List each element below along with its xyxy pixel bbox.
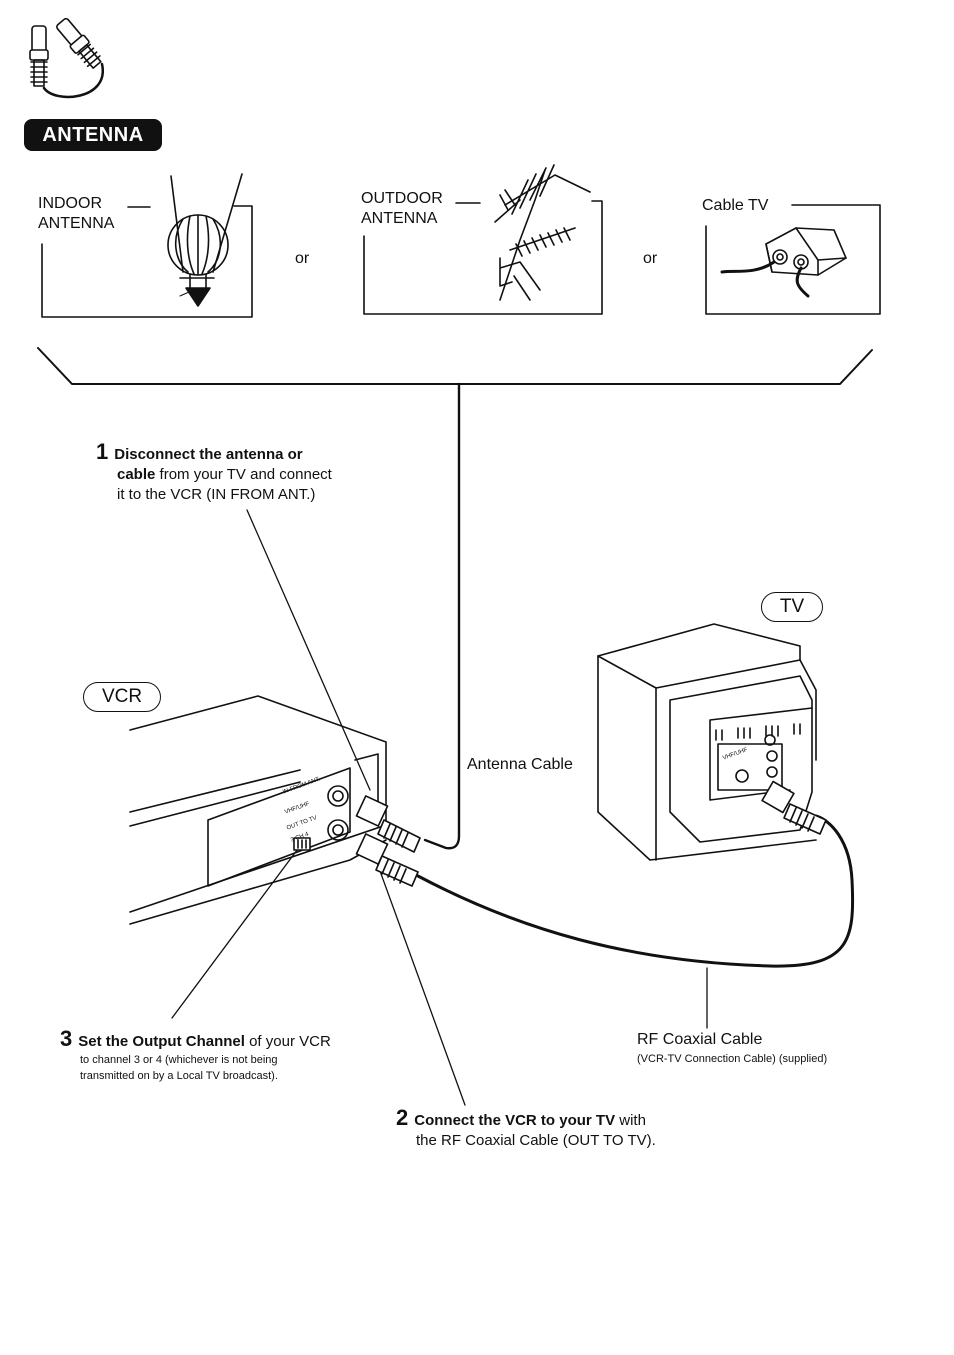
step-3-rest: of your VCR xyxy=(244,1033,331,1050)
antenna-cable-label: Antenna Cable xyxy=(467,756,573,773)
indoor-label-line2: ANTENNA xyxy=(38,215,115,232)
cable-tv-label: Cable TV xyxy=(702,197,769,214)
antenna-section-badge: ANTENNA xyxy=(24,119,162,151)
step-2-line2: the RF Coaxial Cable (OUT TO TV). xyxy=(416,1132,656,1149)
cable-tv-box xyxy=(705,204,881,315)
step-2-rest: with xyxy=(615,1112,646,1129)
step-2-number: 2 xyxy=(396,1105,409,1130)
rf-cable-note: (VCR-TV Connection Cable) (supplied) xyxy=(637,1053,828,1065)
step1-leader xyxy=(246,509,371,791)
or-label-1: or xyxy=(295,250,310,267)
indoor-antenna-label: INDOOR ANTENNA xyxy=(38,194,114,234)
vcr-plug-lower xyxy=(355,833,419,887)
step-1-bold: Disconnect the antenna or xyxy=(114,446,303,463)
step-3-bold: Set the Output Channel xyxy=(78,1033,245,1050)
rf-coaxial-cable xyxy=(416,814,855,968)
outdoor-label-line1: OUTDOOR xyxy=(361,190,443,207)
step-3-line2: to channel 3 or 4 (whichever is not bein… xyxy=(80,1054,278,1066)
outdoor-antenna-label: OUTDOOR ANTENNA xyxy=(361,189,443,229)
outdoor-label-line2: ANTENNA xyxy=(361,210,438,227)
step-1-line3: it to the VCR (IN FROM ANT.) xyxy=(117,486,316,503)
tv-label: TV xyxy=(761,592,823,622)
step-1-number: 1 xyxy=(96,439,109,464)
vcr-body xyxy=(129,695,387,925)
step2-leader xyxy=(375,859,466,1106)
connector-icon xyxy=(29,17,104,99)
antenna-cable-line xyxy=(423,382,461,850)
outdoor-antenna-box xyxy=(363,164,603,315)
step3-leader xyxy=(171,837,307,1019)
source-bracket xyxy=(37,347,873,385)
step-1-rest: from your TV and connect xyxy=(155,466,332,483)
vcr-plug-upper xyxy=(355,795,421,853)
or-label-2: or xyxy=(643,250,658,267)
step-3: 3 Set the Output Channel of your VCR to c… xyxy=(60,1026,331,1084)
step-3-number: 3 xyxy=(60,1026,73,1051)
tv-plug xyxy=(761,780,827,835)
step-1: 1 Disconnect the antenna or cable from yo… xyxy=(96,439,332,505)
step-1-bold2: cable xyxy=(117,466,156,483)
vcr-label: VCR xyxy=(83,682,161,712)
step-2-bold: Connect the VCR to your TV xyxy=(414,1112,616,1129)
step-2: 2 Connect the VCR to your TV with the RF … xyxy=(396,1105,656,1151)
tv-body xyxy=(597,623,817,861)
indoor-antenna-box xyxy=(41,173,253,318)
rf-cable-label: RF Coaxial Cable xyxy=(637,1031,763,1048)
indoor-label-line1: INDOOR xyxy=(38,195,102,212)
step-3-line3: transmitted on by a Local TV broadcast). xyxy=(80,1070,278,1082)
